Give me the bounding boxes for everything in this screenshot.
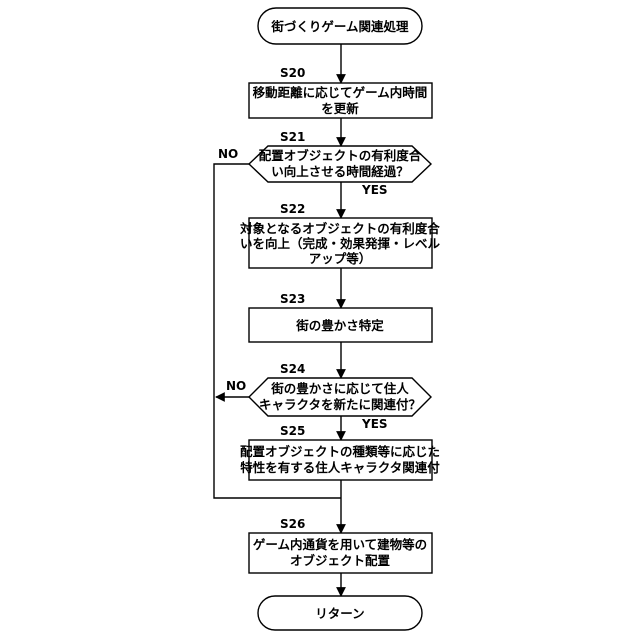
s20-line-2: を更新 [321, 101, 359, 116]
s21-yes-label: YES [361, 183, 388, 197]
s22-step-label: S22 [280, 202, 305, 216]
s24-no-label: NO [226, 379, 246, 393]
s26-line-2: オブジェクト配置 [290, 553, 391, 568]
s22-line-3: アップ等） [309, 251, 372, 266]
s20-line-1: 移動距離に応じてゲーム内時間 [253, 85, 428, 100]
s21-line-2: い向上させる時間経過？ [271, 164, 409, 179]
s24-step-label: S24 [280, 362, 305, 376]
s26-line-1: ゲーム内通貨を用いて建物等の [253, 537, 427, 552]
s24-line-2: キャラクタを新たに関連付？ [259, 397, 421, 412]
s20-step-label: S20 [280, 66, 305, 80]
s24-yes-label: YES [361, 417, 388, 431]
s22-line-2: いを向上（完成・効果発揮・レベル [240, 236, 441, 251]
s26-step-label: S26 [280, 517, 305, 531]
start-label: 街づくりゲーム関連処理 [270, 19, 409, 34]
s21-line-1: 配置オブジェクトの有利度合 [259, 148, 422, 163]
s22-line-1: 対象となるオブジェクトの有利度合 [239, 221, 440, 236]
end-label: リターン [315, 606, 364, 621]
s25-line-1: 配置オブジェクトの種類等に応じた [240, 444, 440, 459]
s25-step-label: S25 [280, 424, 305, 438]
s23-line-1: 街の豊かさ特定 [295, 318, 384, 333]
s24-line-1: 街の豊かさに応じて住人 [270, 381, 409, 396]
s23-step-label: S23 [280, 292, 305, 306]
s25-line-2: 特性を有する住人キャラクタ関連付 [240, 460, 440, 475]
s21-no-label: NO [218, 147, 238, 161]
s21-step-label: S21 [280, 130, 305, 144]
